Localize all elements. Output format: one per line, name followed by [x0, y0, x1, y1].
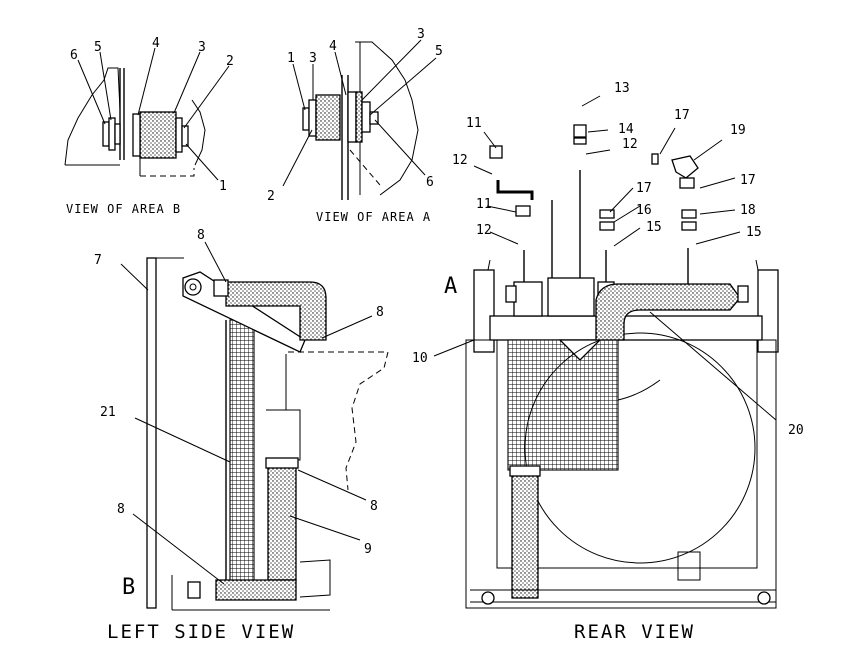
caption-rear-view: REAR VIEW: [574, 621, 695, 643]
callout-ls-8d: 8: [117, 502, 125, 517]
callouts-area-a: 1 3 4 3 5 2 6: [267, 27, 443, 204]
callout-a-3b: 3: [417, 27, 425, 42]
callout-a-6: 6: [426, 175, 434, 190]
callout-ls-8a: 8: [197, 228, 205, 243]
callout-ls-9: 9: [364, 542, 372, 557]
callout-r-17c: 17: [636, 181, 652, 196]
callout-a-4: 4: [329, 39, 337, 54]
rear-view: 13 14 12 11 12 17 19 17 11 16 12 15 17 1…: [412, 81, 804, 643]
caption-left-side-view: LEFT SIDE VIEW: [107, 621, 295, 643]
callout-r-17a: 17: [674, 108, 690, 123]
callout-a-1: 1: [287, 51, 295, 66]
callout-a-2: 2: [267, 189, 275, 204]
callout-r-12b: 12: [452, 153, 468, 168]
callout-r-19: 19: [730, 123, 746, 138]
callout-r-12c: 12: [476, 223, 492, 238]
callout-b-5: 5: [94, 40, 102, 55]
view-area-b: 6 5 4 3 2 1 VIEW OF AREA B: [64, 36, 234, 216]
caption-view-area-b: VIEW OF AREA B: [66, 202, 181, 216]
marker-b: B: [122, 575, 135, 600]
callouts-rear: 13 14 12 11 12 17 19 17 11 16 12 15 17 1…: [412, 81, 804, 438]
callout-ls-8b: 8: [376, 305, 384, 320]
callout-r-11b: 11: [476, 197, 492, 212]
callout-r-20: 20: [788, 423, 804, 438]
callout-r-10: 10: [412, 351, 428, 366]
callout-r-15a: 15: [646, 220, 662, 235]
callout-b-2: 2: [226, 54, 234, 69]
callout-ls-8c: 8: [370, 499, 378, 514]
callout-ls-21: 21: [100, 405, 116, 420]
view-area-a: 1 3 4 3 5 2 6 VIEW OF AREA A: [267, 27, 443, 224]
callout-r-14: 14: [618, 122, 634, 137]
callout-b-4: 4: [152, 36, 160, 51]
callout-r-11a: 11: [466, 116, 482, 131]
callout-r-13: 13: [614, 81, 630, 96]
left-side-view: 8 7 8 21 8 8 9 B LEFT SIDE VIEW: [94, 228, 389, 643]
callout-r-15b: 15: [746, 225, 762, 240]
callout-b-6: 6: [70, 48, 78, 63]
callout-r-17b: 17: [740, 173, 756, 188]
callout-r-12a: 12: [622, 137, 638, 152]
callouts-left-side: 8 7 8 21 8 8 9: [94, 228, 384, 585]
callout-r-18: 18: [740, 203, 756, 218]
callout-r-16: 16: [636, 203, 652, 218]
callout-ls-7: 7: [94, 253, 102, 268]
callout-b-3: 3: [198, 40, 206, 55]
callouts-area-b: 6 5 4 3 2 1: [70, 36, 234, 194]
callout-b-1: 1: [219, 179, 227, 194]
callout-a-3: 3: [309, 51, 317, 66]
callout-a-5: 5: [435, 44, 443, 59]
marker-a: A: [444, 274, 457, 299]
caption-view-area-a: VIEW OF AREA A: [316, 210, 431, 224]
